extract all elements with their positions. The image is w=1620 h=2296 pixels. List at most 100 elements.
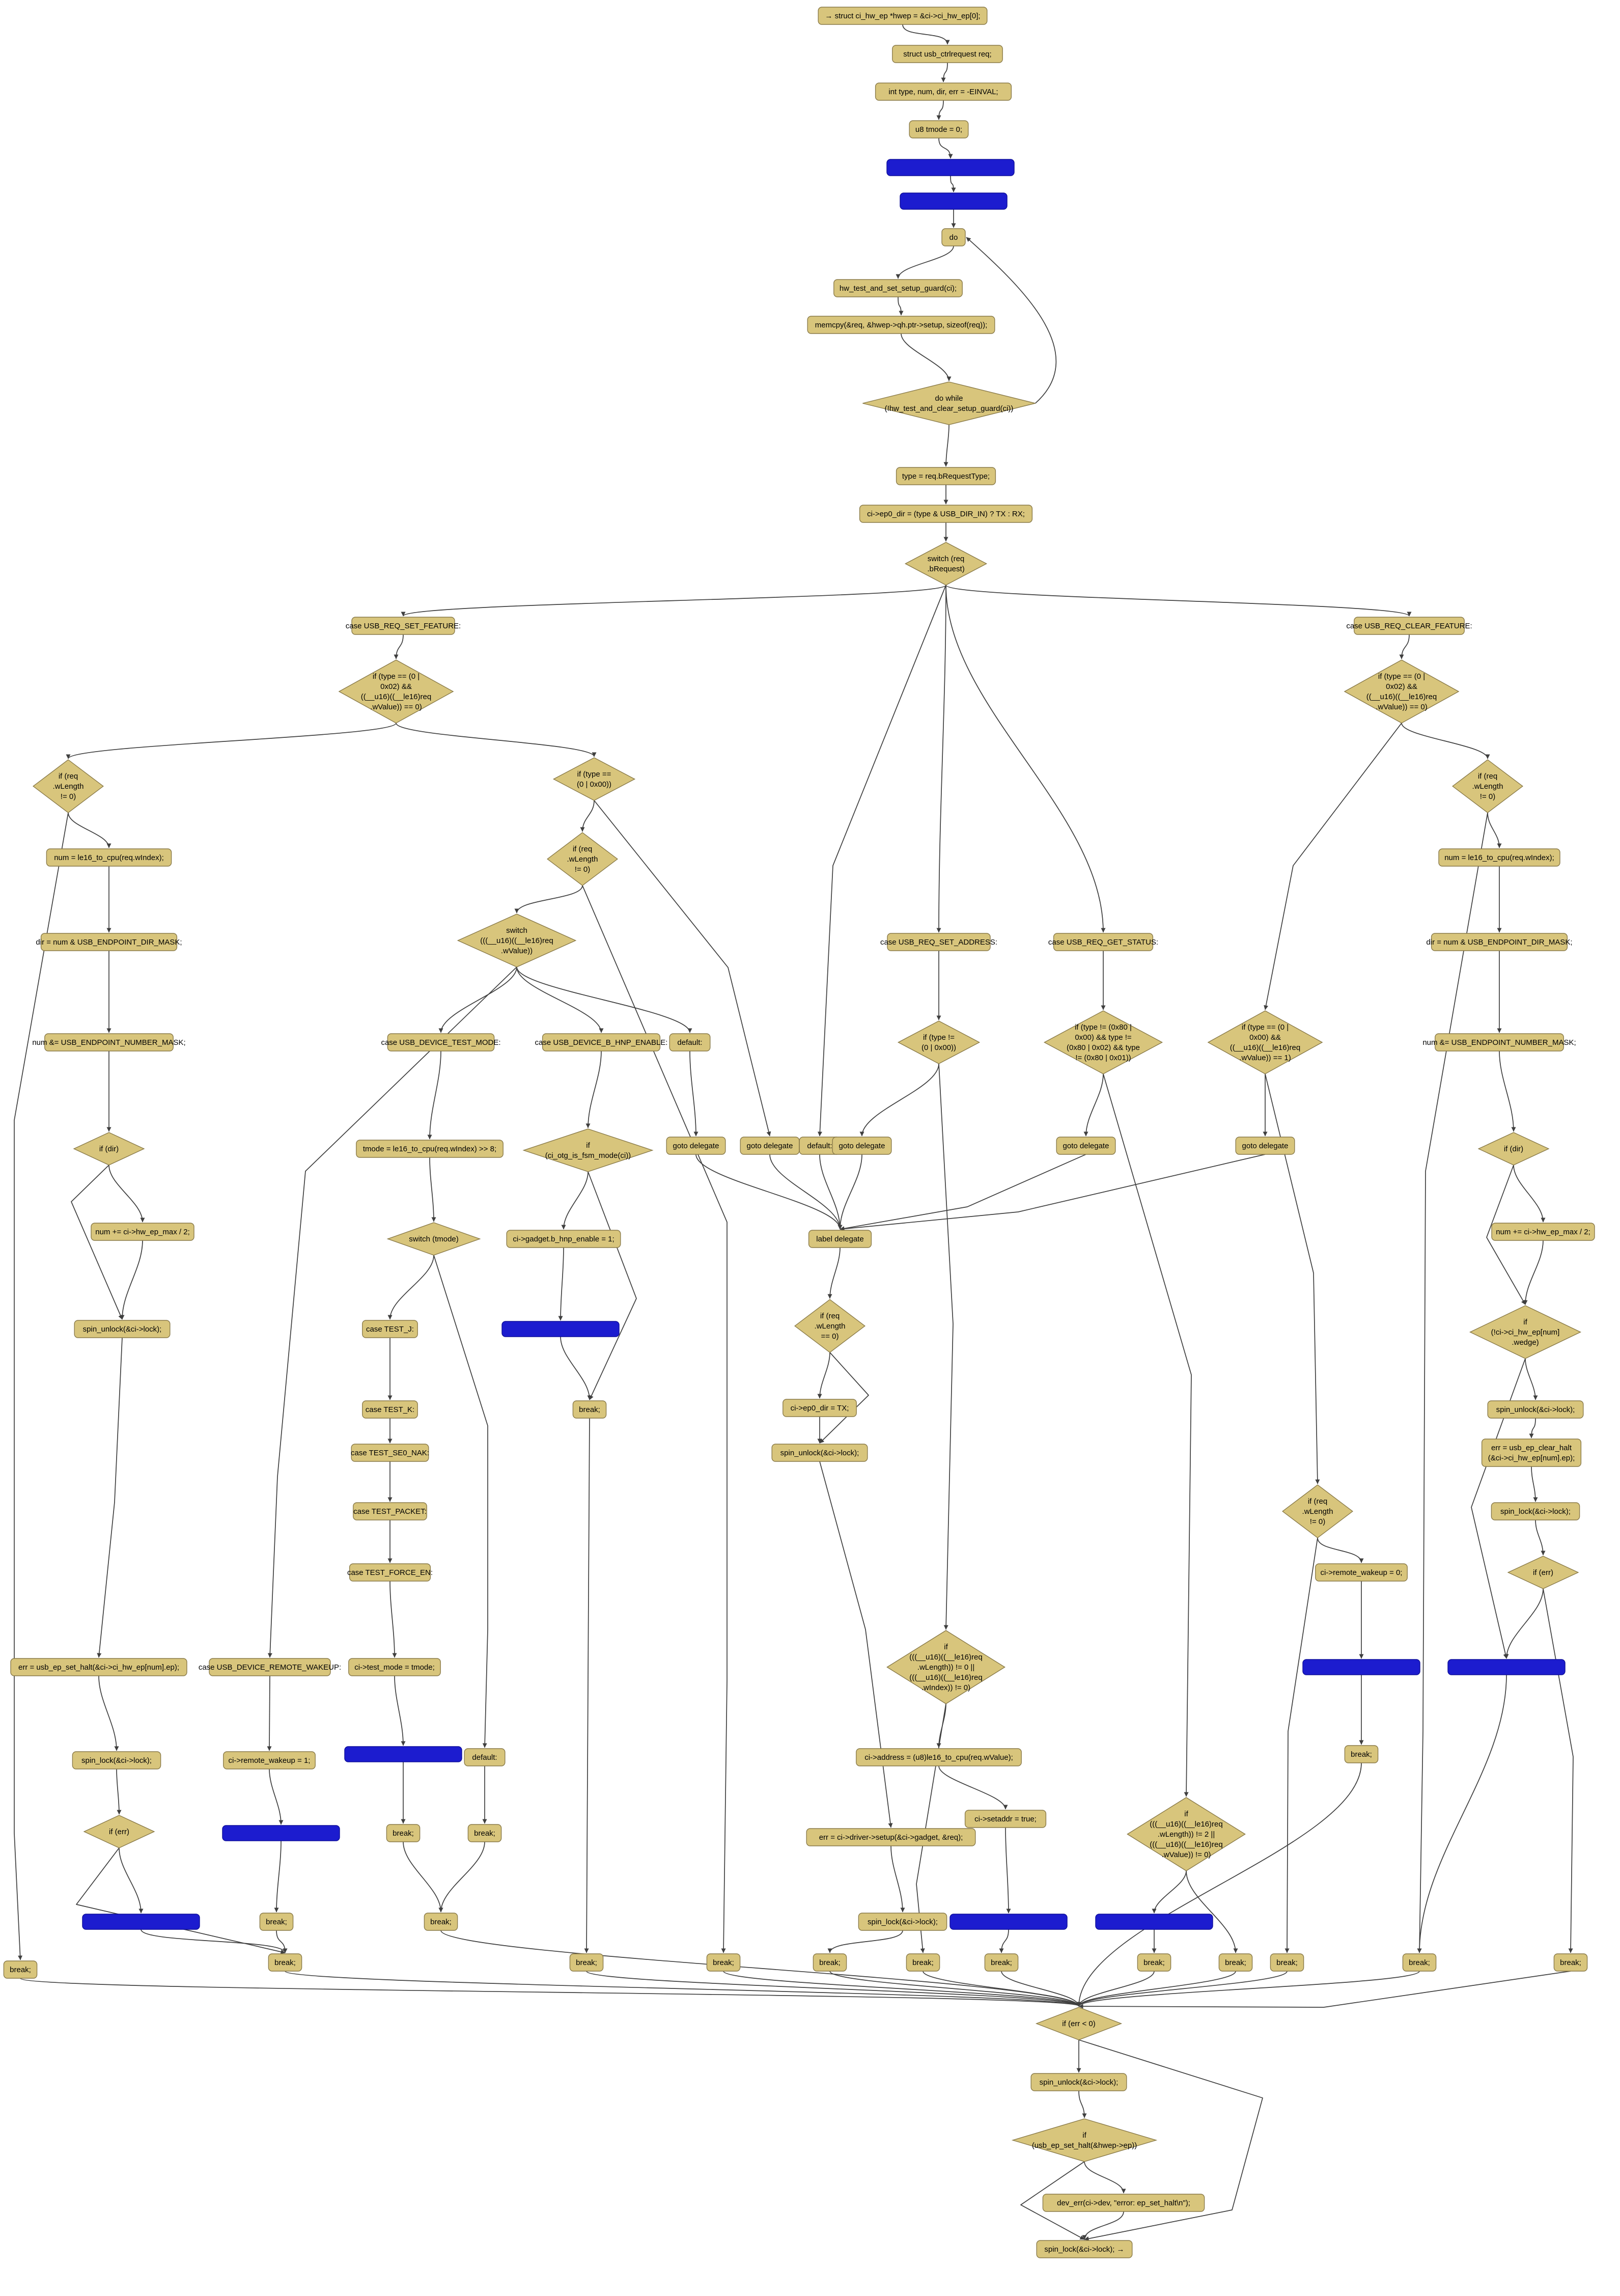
node-shape-rw_set — [223, 1751, 316, 1769]
node-shape-br_sa2 — [984, 1953, 1019, 1972]
edge-br_sa1-to-if_errlt0 — [923, 1971, 1081, 2007]
edge-end_unlock-to-if_sethalt — [1078, 2090, 1087, 2118]
node-shape-sw_wvalue — [457, 914, 577, 967]
edge-cf_if_dir-to-cf_add — [1513, 1165, 1546, 1223]
node-sa_if_type: if (type !=(0 | 0x00)) — [897, 1020, 981, 1064]
edge-sw_breq-to-case_setf — [401, 585, 946, 617]
node-if_fsm: if(ci_otg_is_fsm_mode(ci)) — [522, 1128, 654, 1172]
node-sf_mask: num &= USB_ENDPOINT_NUMBER_MASK; — [32, 1033, 186, 1052]
node-shape-sf_if_dev — [552, 757, 636, 801]
node-label-br_b5: break; — [713, 1958, 734, 1967]
node-shape-cf_mask — [1435, 1033, 1564, 1052]
edge-sw_breq-to-case_clrf — [945, 585, 1412, 617]
edge-dg_unlock-to-dg_setup — [819, 1461, 893, 1828]
node-shape-sw_breq — [904, 542, 988, 586]
node-shape-hnp_set — [506, 1230, 621, 1248]
node-label-case_tj: case TEST_J: — [366, 1325, 414, 1334]
node-br_sa2: break; — [984, 1953, 1019, 1972]
edge-sf_if_dev-to-gd2 — [594, 800, 771, 1137]
node-label-br_L2: break; — [274, 1958, 296, 1967]
node-cf_dir: dir = num & USB_ENDPOINT_DIR_MASK; — [1426, 933, 1573, 951]
node-cf_if_len2: if (req.wLength!= 0) — [1282, 1484, 1353, 1538]
node-shape-case_se0 — [351, 1444, 429, 1462]
node-label-cf_if_ep: if (type == (0 |0x02) &&((__u16)((__le16… — [1366, 672, 1437, 711]
edge-sa_blue-to-br_sa2 — [999, 1929, 1009, 1953]
node-default2: default: — [669, 1033, 711, 1052]
node-shape-lbl_delegate — [808, 1230, 872, 1248]
edge-sw_breq-to-case_seta — [936, 585, 946, 933]
node-label-ep0dir: ci->ep0_dir = (type & USB_DIR_IN) ? TX :… — [867, 510, 1025, 518]
node-label-sw_wvalue: switch(((__u16)((__le16)req.wValue)) — [480, 926, 553, 955]
node-shape-cf_if_len — [1452, 759, 1523, 813]
highlight-node-shape-rw_blue — [222, 1825, 340, 1841]
edge-br_gs2-to-if_errlt0 — [1076, 1971, 1236, 2007]
node-shape-cf_dir — [1431, 933, 1568, 951]
node-shape-case_setf — [351, 617, 455, 635]
node-label-case_clrf: case USB_REQ_CLEAR_FEATURE: — [1346, 622, 1472, 630]
node-shape-cf_if_len2 — [1282, 1484, 1353, 1538]
edge-sf_halt-to-sf_lock — [98, 1675, 119, 1751]
node-shape-sf_dir — [40, 933, 178, 951]
node-label-cf_if_rw: if (type == (0 |0x00) &&((__u16)((__le16… — [1230, 1023, 1300, 1062]
node-shape-decl_req — [892, 45, 1003, 63]
edge-sw_wvalue-to-case_rw — [267, 966, 517, 1658]
edge-cf_add-to-cf_if_wedge — [1523, 1240, 1544, 1305]
node-label-cf_if_err: if (err) — [1533, 1568, 1553, 1577]
node-sa_addr: ci->address = (u8)le16_to_cpu(req.wValue… — [856, 1748, 1022, 1766]
highlight-node-hnp_blue — [501, 1321, 620, 1337]
edge-sa_if_type-to-sa_if_len — [938, 1063, 954, 1630]
edge-guard_set-to-memcpy — [898, 296, 904, 316]
node-case_rw: case USB_DEVICE_REMOTE_WAKEUP: — [199, 1658, 341, 1676]
node-shape-dg_setup — [806, 1828, 976, 1846]
node-shape-memcpy — [807, 316, 995, 334]
node-cf_mask: num &= USB_ENDPOINT_NUMBER_MASK; — [1422, 1033, 1576, 1052]
edge-cf_if_len2-to-br_cf1 — [1284, 1537, 1318, 1953]
node-label-br_def3: break; — [474, 1829, 495, 1838]
node-dev_err: dev_err(ci->dev, "error: ep_set_halt\n")… — [1042, 2194, 1205, 2212]
edge-sf_blue-to-br_L2 — [141, 1929, 288, 1953]
edge-cf_lock-to-cf_if_err — [1535, 1519, 1546, 1556]
node-cf_if_err: if (err) — [1507, 1556, 1579, 1589]
node-shape-sf_num — [46, 848, 172, 867]
edge-br_def3-to-br_mid — [438, 1841, 485, 1913]
node-sf_if_dev: if (type ==(0 | 0x00)) — [552, 757, 636, 801]
edge-cf_clear-to-cf_lock — [1531, 1466, 1538, 1502]
node-label-dg_lock: spin_lock(&ci->lock); — [868, 1918, 938, 1926]
node-shape-cf_add — [1491, 1223, 1595, 1241]
edge-case_clrf-to-cf_if_ep — [1399, 634, 1410, 659]
node-do_node: do — [941, 228, 966, 246]
node-label-gd4: goto delegate — [1063, 1142, 1109, 1150]
node-label-case_seta: case USB_REQ_SET_ADDRESS: — [880, 938, 997, 947]
node-shape-br_rw — [259, 1913, 294, 1931]
node-shape-br_gs1 — [1137, 1953, 1171, 1972]
edge-sa_if_type-to-gd3 — [859, 1063, 939, 1137]
node-end_unlock: spin_unlock(&ci->lock); — [1030, 2073, 1127, 2091]
edge-sf_if_err-to-br_L2 — [76, 1847, 286, 1954]
node-case_pkt: case TEST_PACKET: — [353, 1502, 427, 1520]
edge-case_rw-to-rw_set — [267, 1675, 272, 1751]
edge-if_fsm-to-br_hnp — [588, 1171, 637, 1400]
node-case_tj: case TEST_J: — [362, 1320, 418, 1338]
edge-testmode_set-to-tm_blue — [394, 1675, 406, 1746]
highlight-node-shape-nuke1 — [886, 159, 1015, 176]
edge-sf_if_len2-to-sw_wvalue — [514, 885, 583, 914]
edge-gd2-to-lbl_delegate — [769, 1154, 843, 1230]
node-shape-gd4 — [1056, 1137, 1116, 1155]
node-shape-gd3 — [832, 1137, 892, 1155]
node-if_errlt0: if (err < 0) — [1035, 2007, 1123, 2040]
edge-sf_unlock-to-sf_halt — [97, 1337, 123, 1658]
node-shape-set_type — [896, 467, 996, 485]
node-if_len0: if (req.wLength== 0) — [794, 1299, 865, 1353]
edge-cf_mask-to-cf_if_dir — [1499, 1050, 1516, 1132]
edge-default2-to-gd1 — [689, 1050, 699, 1137]
node-decl_type: int type, num, dir, err = -EINVAL; — [875, 82, 1012, 101]
node-br_L1: break; — [3, 1960, 38, 1979]
node-label-sf_dir: dir = num & USB_ENDPOINT_DIR_MASK; — [36, 938, 182, 947]
node-decl_req: struct usb_ctrlrequest req; — [892, 45, 1003, 63]
edge-sw_breq-to-default_case — [817, 585, 946, 1137]
edge-if_sethalt-to-end_lock — [1020, 2161, 1085, 2240]
node-label-ep0tx: ci->ep0_dir = TX; — [791, 1404, 849, 1413]
node-label-decl_type: int type, num, dir, err = -EINVAL; — [888, 88, 998, 96]
node-shape-cf_if_wedge — [1469, 1305, 1582, 1359]
node-label-sw_tmode: switch (tmode) — [409, 1235, 459, 1243]
